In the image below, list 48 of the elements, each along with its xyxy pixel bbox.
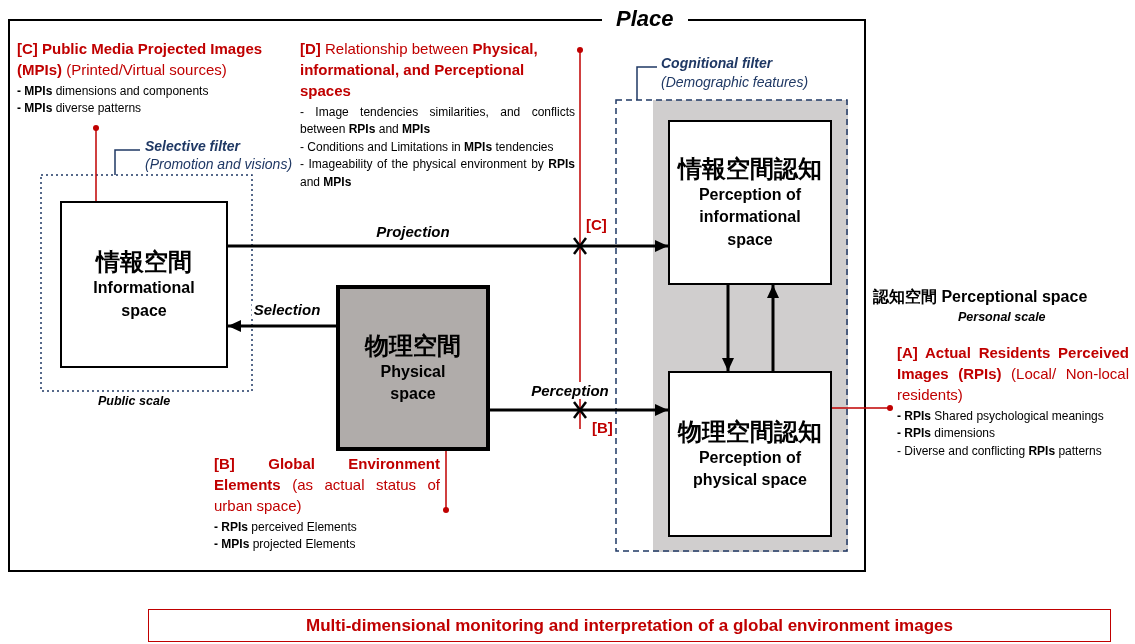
banner-text: Multi-dimensional monitoring and interpretation of a global environment images — [306, 615, 953, 636]
bullet-item: - Imageability of the physical environment by RPIs and MPIs — [300, 156, 575, 191]
bullet-item: - MPIs projected Elements — [214, 536, 357, 554]
filter-title: Cognitional filter — [661, 55, 773, 71]
leader-line — [443, 450, 449, 513]
process-box — [668, 120, 832, 285]
arrow — [767, 285, 779, 371]
filter-title: Selective filter — [145, 138, 240, 154]
arrow — [490, 404, 668, 416]
annotation-heading: [B] Global Environment Elements (as actual status of urban space) — [214, 454, 440, 516]
filter-note: (Demographic features) — [661, 74, 809, 90]
edge-label: Selection — [251, 301, 323, 318]
box-title: 物理空間 — [365, 330, 461, 361]
process-box — [668, 371, 832, 537]
edge-label: Perception — [529, 382, 611, 399]
crossing-label: [C] — [586, 216, 607, 233]
leader-line — [577, 47, 583, 430]
process-box — [336, 285, 490, 451]
filter-note: (Promotion and visions) — [145, 156, 293, 172]
box-title: 情報空間認知 — [678, 153, 822, 184]
arrow — [228, 320, 336, 332]
bullet-item: - Diverse and conflicting RPIs patterns — [897, 442, 1103, 460]
bullet-item: - Conditions and Limitations in MPIs tendencies — [300, 138, 555, 156]
space-label: 認知空間 Perceptional space — [873, 287, 1088, 307]
box-subtitle: Perception of physical space — [692, 447, 808, 490]
crossing-label: [B] — [592, 419, 613, 436]
process-box — [60, 201, 228, 368]
annotation-heading: [A] Actual Residents Perceived Images (RPIs) (Local/ Non-local residents) — [897, 343, 1129, 405]
arrow — [228, 240, 668, 252]
bullet-item: - MPIs diverse patterns — [17, 100, 143, 118]
leader-line — [831, 405, 893, 411]
box-title: 情報空間 — [96, 247, 192, 278]
box-subtitle: Physical space — [379, 361, 447, 404]
annotation-heading: [C] Public Media Projected Images (MPIs) (Printed/Virtual sources) — [17, 39, 264, 80]
scale-label: Public scale — [98, 394, 171, 408]
edge-label: Projection — [374, 223, 452, 240]
box-subtitle: Informational space — [92, 278, 196, 321]
bullet-item: - MPIs dimensions and components — [17, 83, 210, 100]
box-subtitle: Perception of informational space — [697, 184, 803, 250]
scale-label: Personal scale — [958, 310, 1046, 324]
arrow — [722, 285, 734, 371]
box-title: 物理空間認知 — [678, 416, 822, 447]
banner-box — [148, 609, 1111, 642]
bullet-item: - RPIs dimensions — [897, 425, 997, 443]
leader-line — [93, 125, 99, 202]
bullet-item: - RPIs Shared psychological meanings — [897, 408, 1105, 425]
bullet-item: - RPIs perceived Elements — [214, 519, 358, 536]
annotation-heading: [D] Relationship between Physical, informational, and Perceptional spaces — [300, 39, 539, 101]
